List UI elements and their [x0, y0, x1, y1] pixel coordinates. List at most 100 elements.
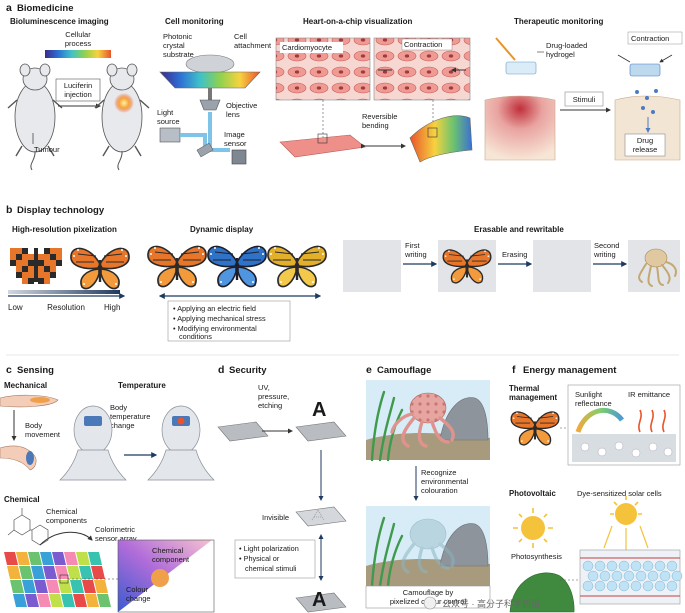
erasable-title: Erasable and rewritable [474, 225, 564, 234]
security-invisible-plate [295, 506, 347, 527]
image-sensor-label-1: Image [224, 130, 245, 139]
recognize-label-3: colouration [421, 486, 458, 495]
panel-d: d Security UV, pressure, etching A Invis… [217, 364, 347, 613]
panel-f: f Energy management Thermal management S… [508, 364, 683, 613]
skin-wound-left [484, 95, 556, 161]
panel-c-letter: c [6, 364, 12, 376]
panel-c: c Sensing Mechanical Body movement Tempe… [0, 364, 215, 613]
sensor-cell [85, 594, 99, 607]
attachment-label-1: Cell [234, 32, 247, 41]
head-before-icon [59, 405, 127, 481]
sensor-cell [52, 552, 66, 565]
attachment-label-2: attachment [234, 41, 272, 50]
uv-label-1: UV, [258, 383, 270, 392]
tio2-particle [642, 580, 654, 592]
hydrogel-patch-left [505, 61, 537, 75]
light-source-label-2: source [157, 117, 180, 126]
panel-f-heading: Energy management [523, 365, 617, 376]
sensor-cell [25, 594, 39, 607]
thermal-zoom-frame [567, 384, 681, 466]
photosynthesis-label: Photosynthesis [511, 552, 562, 561]
colour-bar-label-1: Cellular [65, 30, 91, 39]
panel-b-letter: b [6, 204, 12, 216]
molecule-icon [7, 508, 49, 546]
light-source-icon [159, 127, 181, 143]
tio2-particle [647, 570, 659, 582]
tio2-particle [623, 570, 635, 582]
sensor-cell [40, 552, 54, 565]
hydrogel-patch-right [629, 63, 661, 77]
sensor-cell [64, 552, 78, 565]
contraction-label-box [401, 38, 453, 51]
release-label-1: Drug [637, 136, 653, 145]
panel-a-heading: Biomedicine [17, 3, 74, 14]
panel-f-letter: f [512, 364, 516, 376]
objective-lens-icon [199, 99, 221, 111]
image-sensor-icon [231, 149, 247, 165]
thermal-label-2: management [509, 393, 557, 402]
resolution-low-label: Low [8, 303, 23, 312]
head-after-icon [147, 405, 215, 481]
mouse-before-icon [7, 63, 63, 171]
mouse-after-icon [94, 63, 150, 171]
temp-change-label-1: Body [110, 403, 127, 412]
sensor-array-label-2: sensor array [95, 534, 137, 543]
blank-plate-2 [533, 240, 591, 292]
tio2-particle [582, 580, 594, 592]
reveal-stimuli-box [234, 539, 316, 579]
photonic-substrate [159, 71, 261, 89]
panel-b: b Display technology High-resolution pix… [6, 204, 680, 342]
substrate-label-1: Photonic [163, 32, 192, 41]
seagrass-bottom [370, 516, 404, 588]
pixelization-title: High-resolution pixelization [12, 225, 117, 234]
luciferin-box [55, 78, 101, 102]
tio2-particle [618, 560, 630, 572]
erasing-label: Erasing [502, 250, 527, 259]
temperature-label: Temperature [118, 381, 166, 390]
tio2-particle [630, 560, 642, 572]
tio2-particle [630, 580, 642, 592]
pore [631, 448, 641, 458]
ir-emittance-label: IR emittance [628, 390, 670, 399]
luciferin-label-1: Luciferin [64, 81, 92, 90]
butterfly-orange-icon [147, 245, 207, 288]
panel-a: a Biomedicine Bioluminescence imaging Ce… [6, 2, 683, 171]
resolution-bar [8, 290, 120, 294]
photovoltaic-label: Photovoltaic [509, 489, 556, 498]
sensor-cell [22, 580, 36, 593]
cardiomyocyte-label-bg [280, 42, 343, 53]
colorimetric-sensor-array [4, 552, 111, 607]
chemical-components-label-1: Chemical [46, 507, 78, 516]
sensor-cell [94, 580, 108, 593]
sensor-cell [79, 566, 93, 579]
sensor-cell [97, 594, 111, 607]
substrate-label-2: crystal [163, 41, 185, 50]
release-label-2: release [633, 145, 658, 154]
mirror-icon [196, 142, 214, 158]
sunlight-label-1: Sunlight [575, 390, 603, 399]
recognize-label-1: Recognize [421, 468, 456, 477]
pore [614, 441, 624, 451]
tio2-particle [606, 560, 618, 572]
cardiomyocyte-label: Cardiomyocyte [282, 43, 332, 52]
watermark: 公众号 · 高分子科学前沿 [423, 596, 540, 610]
dynamic-bullet-2: • Applying mechanical stress [173, 314, 266, 323]
panel-b-heading: Display technology [17, 205, 105, 216]
butterfly-pixel-low-icon [10, 248, 62, 284]
sensor-cell [55, 566, 69, 579]
sensor-cell [70, 580, 84, 593]
sensor-cell [19, 566, 33, 579]
finger-sensor-patch [30, 397, 50, 403]
colour-bar-label-2: process [65, 39, 92, 48]
butterfly-pixel-high-icon [70, 247, 130, 290]
therapeutic-title: Therapeutic monitoring [514, 17, 603, 26]
butterfly-blue-icon [207, 245, 267, 288]
drug-dot [651, 110, 655, 114]
heart-on-chip-title: Heart-on-a-chip visualization [303, 17, 412, 26]
thermal-label-1: Thermal [509, 384, 539, 393]
component-label-2: component [152, 555, 190, 564]
sun-left-icon [513, 508, 553, 548]
therapeutic-contraction-label: Contraction [631, 34, 669, 43]
panel-c-heading: Sensing [17, 365, 54, 376]
bioluminescence-title: Bioluminescence imaging [10, 17, 109, 26]
